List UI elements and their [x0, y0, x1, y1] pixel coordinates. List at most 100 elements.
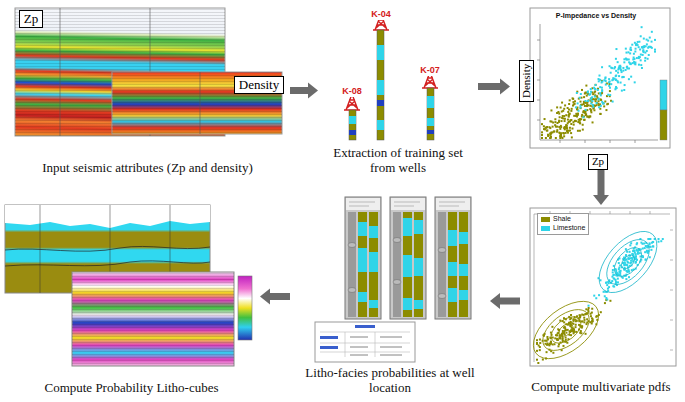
data-point [590, 315, 592, 317]
data-point [625, 259, 627, 261]
data-point [578, 98, 580, 100]
data-point [565, 339, 567, 341]
data-point [574, 100, 576, 102]
data-point [598, 78, 600, 80]
data-point [646, 43, 648, 45]
data-point [626, 251, 628, 253]
data-point [638, 64, 640, 66]
data-point [645, 258, 647, 260]
data-point [582, 124, 584, 126]
well-panel [390, 197, 426, 319]
data-point [585, 313, 587, 315]
data-point [546, 336, 548, 338]
data-point [625, 52, 627, 54]
legend-swatch [541, 217, 550, 222]
data-point [571, 108, 573, 110]
data-point [561, 102, 563, 104]
data-point [583, 115, 585, 117]
data-point [559, 116, 561, 118]
data-point [627, 262, 629, 264]
label-holder: K-04 [370, 3, 393, 13]
data-point [639, 56, 641, 58]
flow-arrow [490, 293, 520, 309]
data-point [575, 326, 577, 328]
data-point [597, 89, 599, 91]
result-table [320, 332, 410, 357]
data-point [623, 89, 625, 91]
attribute-tag: Density [234, 76, 284, 94]
probability-cube [72, 272, 234, 366]
data-point [619, 65, 621, 67]
data-point [585, 308, 587, 310]
data-point [638, 57, 640, 59]
data-point [584, 93, 586, 95]
well-log [377, 45, 384, 60]
data-point [630, 49, 632, 51]
data-point [552, 122, 554, 124]
pdf-plot [599, 232, 657, 292]
data-point [590, 103, 592, 105]
data-point [569, 325, 571, 327]
data-point [615, 279, 617, 281]
data-point [557, 345, 559, 347]
data-point [649, 37, 651, 39]
data-point [654, 39, 656, 41]
data-point [645, 259, 647, 261]
data-point [646, 39, 648, 41]
data-point [573, 124, 575, 126]
arrow-head [260, 289, 270, 305]
data-point [595, 297, 597, 299]
panel-caption: Extraction of training set from wells [320, 146, 476, 176]
data-point [625, 58, 627, 60]
data-point [633, 58, 635, 60]
data-point [662, 238, 664, 240]
data-point [541, 137, 543, 139]
data-point [639, 252, 641, 254]
data-point [605, 84, 607, 86]
data-point [558, 132, 560, 134]
data-point [598, 80, 600, 82]
well-log [427, 88, 434, 140]
result-table [315, 322, 415, 362]
data-point [633, 53, 635, 55]
data-point [619, 271, 621, 273]
data-point [594, 88, 596, 90]
data-point [634, 63, 636, 65]
data-point [644, 60, 646, 62]
data-point [551, 326, 553, 328]
data-point [550, 136, 552, 138]
data-point [627, 51, 629, 53]
data-point [600, 99, 602, 101]
data-point [559, 128, 561, 130]
data-point [640, 35, 642, 37]
data-point [622, 277, 624, 279]
data-point [599, 92, 601, 94]
data-point [598, 98, 600, 100]
well-panel [459, 290, 468, 300]
data-point [614, 88, 616, 90]
data-point [599, 113, 601, 115]
data-point [595, 84, 597, 86]
data-point [587, 309, 589, 311]
data-point [641, 26, 643, 28]
data-point [546, 130, 548, 132]
pdf-plot [557, 321, 576, 339]
data-point [629, 52, 631, 54]
data-point [555, 334, 557, 336]
well-name: K-07 [419, 66, 441, 76]
data-point [652, 245, 654, 247]
data-point [558, 113, 560, 115]
data-point [568, 103, 570, 105]
data-point [569, 113, 571, 115]
well-panel [414, 258, 423, 276]
data-point [575, 324, 577, 326]
data-point [605, 299, 607, 301]
data-point [590, 110, 592, 112]
well-panel [448, 262, 457, 276]
legend-entry: Shale [541, 215, 585, 224]
data-point [651, 31, 653, 33]
data-point [642, 49, 644, 51]
data-point [579, 316, 581, 318]
well-panel [349, 202, 375, 206]
result-table [315, 322, 415, 362]
